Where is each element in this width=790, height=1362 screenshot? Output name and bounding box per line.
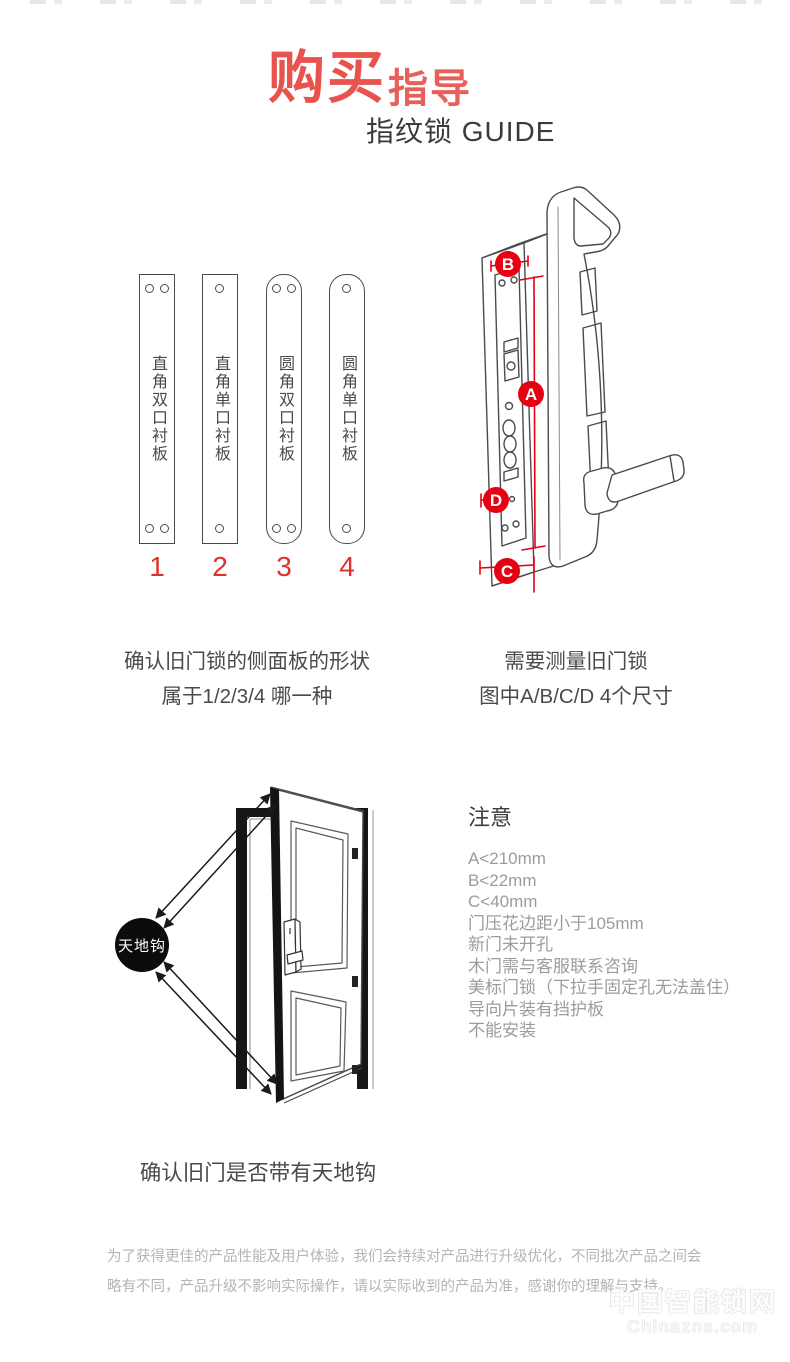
footer-disclaimer: 为了获得更佳的产品性能及用户体验，我们会持续对产品进行升级优化，不同批次产品之间…: [107, 1243, 727, 1302]
notice-item: A<210mm: [468, 849, 546, 868]
watermark-site-url: Chinazns.com: [627, 1317, 759, 1336]
plate-round-double: 圆角双口衬板: [266, 274, 302, 544]
door-frame-left: [236, 808, 247, 1089]
plate-square-single: 直角单口衬板: [202, 274, 238, 544]
plates-caption-line1: 确认旧门锁的侧面板的形状: [124, 650, 370, 673]
screw-hole: [342, 284, 351, 293]
measure-caption: 需要测量旧门锁 图中A/B/C/D 4个尺寸: [460, 644, 692, 714]
screw-hole: [145, 524, 154, 533]
screw-hole: [160, 524, 169, 533]
measure-caption-line2: 图中A/B/C/D 4个尺寸: [479, 685, 673, 708]
notice-item: B<22mm: [468, 870, 537, 890]
marker-b-label: B: [502, 255, 514, 274]
screw-hole: [287, 524, 296, 533]
footer-line1: 为了获得更佳的产品性能及用户体验，我们会持续对产品进行升级优化，不同批次产品之间…: [107, 1249, 702, 1265]
page-subtitle: 指纹锁 GUIDE: [366, 116, 556, 147]
notice-item: 新门未开孔: [468, 935, 553, 954]
watermark: 中国智能锁网 Chinazns.com: [603, 1287, 783, 1337]
watermark-site-name: 中国智能锁网: [608, 1287, 777, 1317]
hook-caption: 确认旧门是否带有天地钩: [139, 1161, 377, 1185]
plate-square-double: 直角双口衬板: [139, 274, 175, 544]
screw-hole: [342, 524, 351, 533]
plate-label: 直角单口衬板: [212, 355, 229, 463]
notice-section: 注意 A<210mm B<22mm C<40mm 门压花边距小于105mm 新门…: [468, 800, 788, 1042]
page-title-secondary: 指导: [388, 67, 472, 111]
plates-caption: 确认旧门锁的侧面板的形状 属于1/2/3/4 哪一种: [97, 644, 397, 714]
screw-hole: [272, 284, 281, 293]
plate-number: 2: [212, 551, 228, 582]
plate-number: 4: [339, 551, 355, 582]
plate-label: 圆角双口衬板: [276, 355, 293, 463]
door-edge-lock: [283, 918, 304, 976]
notice-heading: 注意: [468, 805, 513, 830]
marker-c-badge: [494, 558, 520, 584]
marker-c-label: C: [501, 562, 513, 581]
plates-caption-line2: 属于1/2/3/4 哪一种: [161, 685, 333, 708]
lock-measurement-diagram: B A D C: [479, 186, 685, 593]
screw-hole: [272, 524, 281, 533]
notice-item: 不能安装: [468, 1021, 536, 1040]
door-hook-diagram: 天地钩: [115, 786, 374, 1104]
marker-a-badge: [518, 381, 544, 407]
plate-label: 直角双口衬板: [149, 355, 166, 463]
hook-badge-label: 天地钩: [118, 938, 166, 955]
marker-d-badge: [483, 487, 509, 513]
marker-b-badge: [495, 251, 521, 277]
notice-item: 木门需与客服联系咨询: [468, 956, 638, 976]
notice-item: 导向片装有挡护板: [468, 999, 604, 1019]
screw-hole: [215, 524, 224, 533]
door-hinges: [352, 848, 358, 1074]
marker-a-label: A: [525, 385, 537, 404]
screw-hole: [287, 284, 296, 293]
plate-round-single: 圆角单口衬板: [329, 274, 365, 544]
plate-number: 3: [276, 551, 292, 582]
screw-hole: [145, 284, 154, 293]
plate-label: 圆角单口衬板: [339, 355, 356, 463]
notice-item: 门压花边距小于105mm: [468, 913, 644, 933]
screw-hole: [160, 284, 169, 293]
measure-caption-line1: 需要测量旧门锁: [504, 650, 648, 673]
page-title-primary: 购买: [268, 46, 386, 110]
footer-line2: 略有不同，产品升级不影响实际操作，请以实际收到的产品为准，感谢你的理解与支持。: [107, 1278, 673, 1295]
notice-item: 美标门锁（下拉手固定孔无法盖住）: [468, 978, 740, 997]
marker-d-label: D: [490, 491, 502, 510]
hook-badge: [115, 918, 169, 972]
cropped-top-text-strip: [30, 0, 770, 4]
plate-number: 1: [149, 551, 165, 582]
screw-hole: [215, 284, 224, 293]
notice-item: C<40mm: [468, 892, 538, 911]
